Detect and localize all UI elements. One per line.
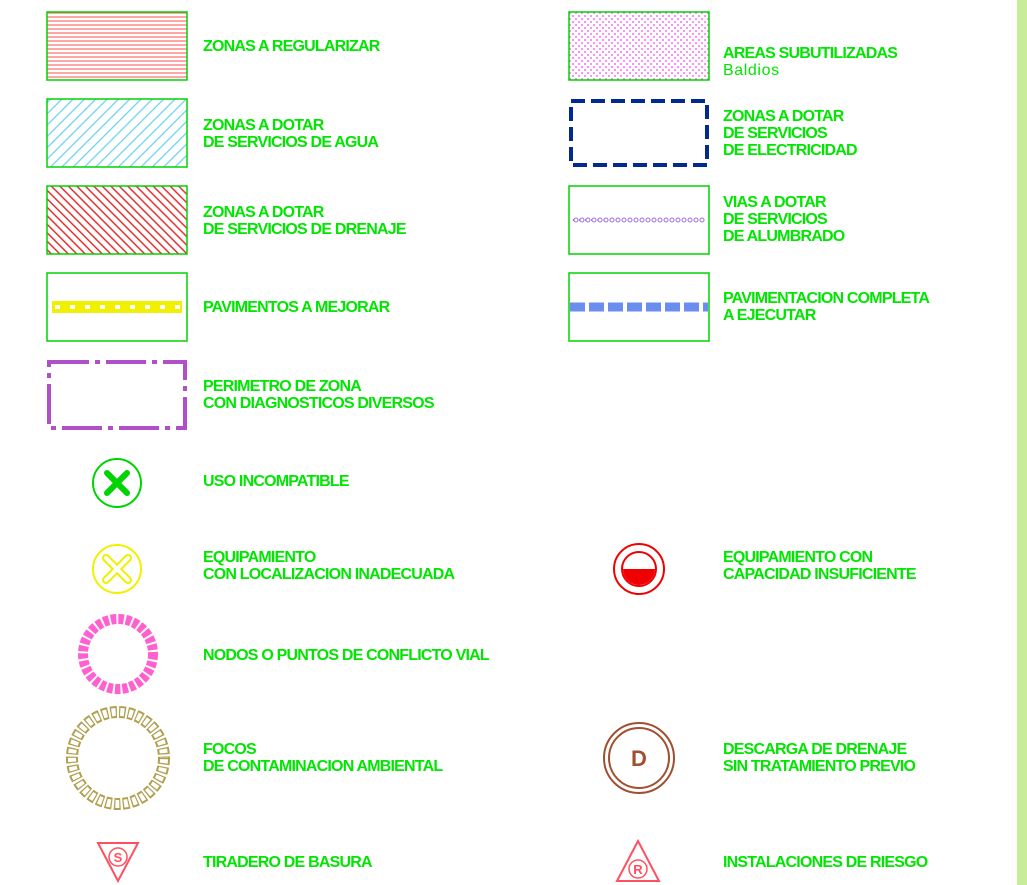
alumbrado-dot [585,217,591,223]
perimetro-swatch [47,360,187,430]
label-zonas-regularizar: ZONAS A REGULARIZAR [203,38,380,55]
agua-swatch [46,98,188,168]
alumbrado-dot [573,217,579,223]
alumbrado-dot [681,217,687,223]
label-baldios: Baldios [723,62,780,79]
equipamiento-localizacion-icon [92,544,142,594]
pavimentacion-swatch [568,272,710,342]
label-pavimentos-mejorar: PAVIMENTOS A MEJORAR [203,299,390,316]
alumbrado-dot [627,217,633,223]
alumbrado-dot [597,217,603,223]
nodos-conflicto-icon [78,614,158,694]
right-edge-strip [1017,0,1027,885]
alumbrado-dot [699,217,705,223]
alumbrado-dot [651,217,657,223]
focos-contaminacion-icon [66,706,170,810]
label-uso-incompatible: USO INCOMPATIBLE [203,473,350,490]
label-zonas-agua: ZONAS A DOTAR DE SERVICIOS DE AGUA [203,117,379,151]
alumbrado-dot [663,217,669,223]
label-perimetro-zona: PERIMETRO DE ZONA CON DIAGNOSTICOS DIVER… [203,378,435,412]
alumbrado-dot [621,217,627,223]
instalaciones-riesgo-icon: R [615,838,661,882]
equipamiento-capacidad-icon [613,543,665,595]
pavimentos-swatch [46,272,188,342]
label-focos-contaminacion: FOCOS DE CONTAMINACION AMBIENTAL [203,741,443,775]
tiradero-glyph: S [114,850,123,865]
label-nodos-conflicto: NODOS O PUNTOS DE CONFLICTO VIAL [203,647,490,664]
descarga-glyph: D [631,746,647,771]
alumbrado-dot [657,217,663,223]
tiradero-basura-icon: S [96,842,140,884]
label-areas-subutilizadas-title: AREAS SUBUTILIZADAS [723,45,898,62]
riesgo-glyph: R [633,862,643,877]
alumbrado-dot [633,217,639,223]
label-pavimentacion-completa: PAVIMENTACION COMPLETA A EJECUTAR [723,290,930,324]
alumbrado-dot [591,217,597,223]
label-zonas-drenaje: ZONAS A DOTAR DE SERVICIOS DE DRENAJE [203,204,407,238]
uso-incompatible-icon [92,458,142,508]
label-instalaciones-riesgo: INSTALACIONES DE RIESGO [723,854,928,871]
alumbrado-dot [609,217,615,223]
label-descarga-drenaje: DESCARGA DE DRENAJE SIN TRATAMIENTO PREV… [723,741,916,775]
label-tiradero-basura: TIRADERO DE BASURA [203,854,373,871]
regularizar-swatch [46,11,188,81]
descarga-drenaje-icon: D [603,722,675,794]
alumbrado-dot [687,217,693,223]
drenaje-swatch [46,185,188,255]
alumbrado-dot [645,217,651,223]
alumbrado-dot [579,217,585,223]
alumbrado-swatch [568,185,710,255]
alumbrado-dot [615,217,621,223]
subutilizadas-swatch [568,11,710,81]
label-equipamiento-localizacion: EQUIPAMIENTO CON LOCALIZACION INADECUADA [203,549,455,583]
alumbrado-dot [603,217,609,223]
label-equipamiento-capacidad: EQUIPAMIENTO CON CAPACIDAD INSUFICIENTE [723,549,917,583]
alumbrado-dot [693,217,699,223]
alumbrado-dot [639,217,645,223]
alumbrado-dot [669,217,675,223]
label-zonas-electricidad: ZONAS A DOTAR DE SERVICIOS DE ELECTRICID… [723,108,858,159]
label-areas-subutilizadas: AREAS SUBUTILIZADAS Baldios [723,28,898,96]
label-vias-alumbrado: VIAS A DOTAR DE SERVICIOS DE ALUMBRADO [723,194,845,245]
electricidad-swatch [569,99,709,167]
alumbrado-dot [675,217,681,223]
